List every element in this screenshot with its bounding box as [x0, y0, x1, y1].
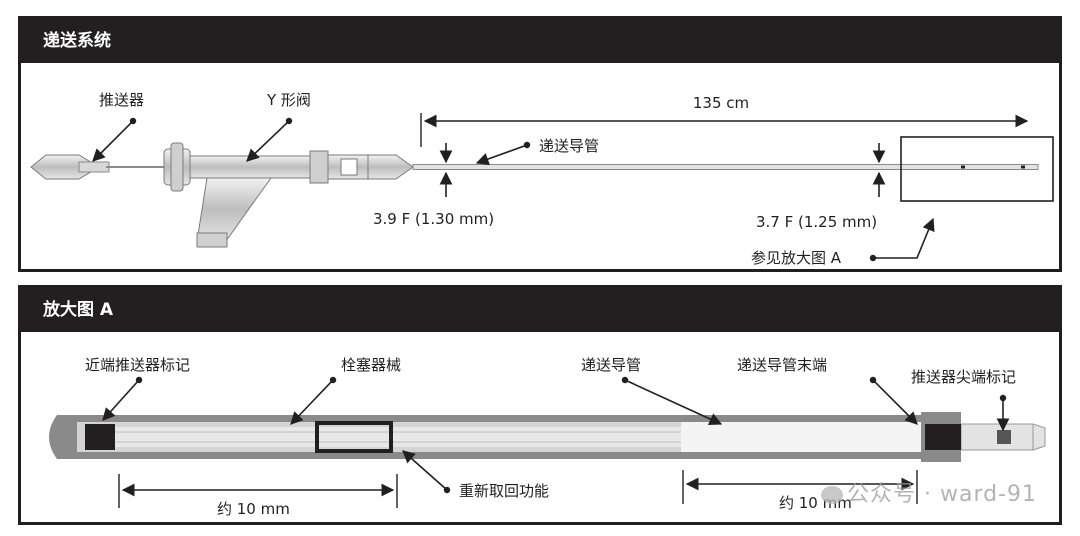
pusher-tip-marker-label: 推送器尖端标记 [911, 368, 1016, 386]
pusher-tip-marker [997, 430, 1011, 444]
y-valve-leader [246, 120, 290, 162]
dimension-left-label: 约 10 mm [217, 500, 290, 518]
delivery-system-diagram: 135 cm 3.9 F (1.30 mm) 递送导管 3.7 F (1.25 … [30, 91, 1054, 267]
catheter-leader [475, 144, 528, 166]
distal-od-label: 3.7 F (1.25 mm) [756, 213, 877, 231]
retrieval-feature-box [315, 421, 393, 453]
y-valve-label: Y 形阀 [266, 91, 311, 109]
watermark-text: 公众号 · ward-91 [846, 482, 1037, 507]
pusher-leader [92, 120, 134, 162]
delivery-catheter [412, 164, 1039, 170]
proximal-marker-label: 近端推送器标记 [85, 356, 190, 374]
catheter-label: 递送导管 [539, 137, 599, 155]
detail-a-title: 放大图 A [21, 288, 1059, 332]
catheter-tip-label: 递送导管末端 [737, 356, 827, 374]
retrieval-label: 重新取回功能 [459, 482, 549, 500]
pusher-label: 推送器 [99, 91, 144, 109]
delivery-system-panel: 递送系统 [18, 16, 1062, 272]
catheter-tip-marker [925, 424, 961, 450]
proximal-od-label: 3.9 F (1.30 mm) [373, 210, 494, 228]
proximal-pusher-marker [85, 424, 115, 450]
see-detail-leader [873, 217, 935, 259]
see-detail-label: 参见放大图 A [751, 249, 842, 267]
detail-a-box [900, 136, 1054, 202]
catheter-body [49, 412, 1046, 462]
detail-a-panel: 放大图 A 近端推送器标记 [18, 285, 1062, 525]
length-label: 135 cm [693, 94, 749, 112]
y-valve [163, 142, 414, 248]
delivery-system-title: 递送系统 [21, 19, 1059, 63]
wechat-icon [820, 486, 843, 504]
embolic-device-label: 栓塞器械 [341, 356, 401, 374]
watermark: 公众号 · ward-91 [820, 476, 1037, 508]
pusher-handle [30, 154, 110, 180]
catheter-label-detail: 递送导管 [581, 356, 641, 374]
detail-a-diagram: 近端推送器标记 栓塞器械 递送导管 递送导管末端 推送器尖端标记 重新取回功能 … [49, 356, 1046, 518]
